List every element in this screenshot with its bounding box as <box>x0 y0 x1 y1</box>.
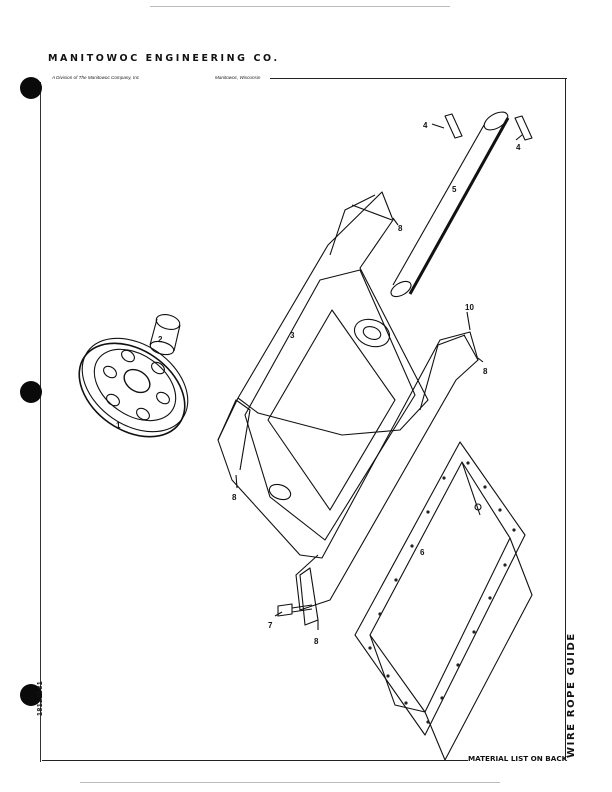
part-number-5: 5 <box>452 185 457 194</box>
left-border-rule <box>40 82 41 762</box>
material-list-note: MATERIAL LIST ON BACK <box>468 754 568 763</box>
shaft-keeper-plates <box>444 113 533 141</box>
binder-hole-top <box>20 77 42 99</box>
location-line: Manitowoc, Wisconsin <box>215 75 261 80</box>
binder-hole-bottom <box>20 684 42 706</box>
part-number-3: 3 <box>290 331 295 340</box>
bolt-part <box>277 603 313 617</box>
part-number-10: 10 <box>465 303 474 312</box>
part-number-4a: 4 <box>423 121 428 130</box>
part-number-4b: 4 <box>516 143 521 152</box>
division-line: A Division of The Manitowoc Company, Inc <box>52 75 140 80</box>
scan-artifact <box>150 6 450 7</box>
part-number-8d: 8 <box>314 637 319 646</box>
part-number-8a: 8 <box>398 224 403 233</box>
sheave-part <box>78 337 189 438</box>
company-name: MANITOWOC ENGINEERING CO. <box>48 53 280 64</box>
part-number-2: 2 <box>158 335 163 344</box>
bolt-hole-dots <box>368 461 516 724</box>
right-border-rule <box>565 78 566 760</box>
header-rule <box>270 78 567 79</box>
shaft-part <box>390 111 510 298</box>
bushing-part <box>149 314 181 356</box>
tray-part <box>354 441 533 761</box>
scan-artifact <box>80 782 500 783</box>
part-number-8b: 8 <box>483 367 488 376</box>
bottom-border-rule <box>42 760 468 761</box>
binder-hole-middle <box>20 381 42 403</box>
part-number-1: 1 <box>116 421 121 430</box>
part-number-7: 7 <box>268 621 273 630</box>
part-number-6: 6 <box>420 548 425 557</box>
guide-frame-part <box>217 191 479 626</box>
part-number-8c: 8 <box>232 493 237 502</box>
